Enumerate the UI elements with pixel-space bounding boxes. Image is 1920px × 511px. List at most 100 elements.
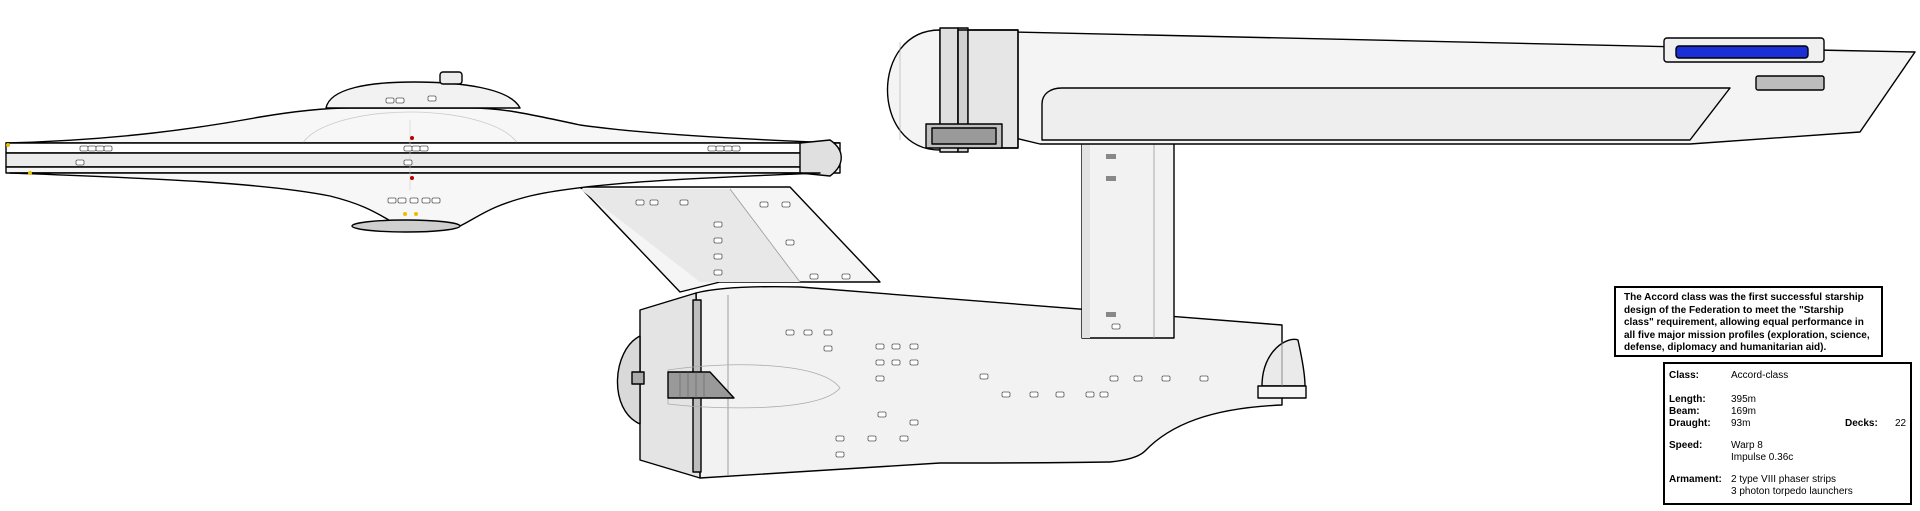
hull-window <box>835 435 845 442</box>
saucer-rim-band <box>5 152 841 168</box>
hull-window <box>387 197 397 204</box>
hull-window <box>75 159 85 166</box>
spec-speed-warp: Warp 8 <box>1731 440 1763 451</box>
spec-beam-row: Beam: 169m <box>1665 406 1910 418</box>
hull-window <box>875 375 885 382</box>
warp-strip <box>1675 45 1809 59</box>
specs-panel: Class: Accord-class Length: 395m Beam: 1… <box>1663 362 1912 505</box>
hull-window <box>679 199 689 206</box>
spec-length-row: Length: 395m <box>1665 394 1910 406</box>
hull-window <box>635 199 645 206</box>
spec-speed-impulse: Impulse 0.36c <box>1731 452 1794 463</box>
hull-window <box>79 145 89 152</box>
spec-armament-row: Armament: 2 type VIII phaser strips <box>1665 474 1910 486</box>
spec-length-label: Length: <box>1669 394 1706 405</box>
hull-window <box>759 201 769 208</box>
nacelle-underside <box>1041 87 1731 141</box>
hull-window <box>875 359 885 366</box>
deflector-dish <box>616 335 641 425</box>
hull-window <box>707 145 717 152</box>
spec-decks-label: Decks: <box>1845 418 1878 429</box>
hull-window <box>1133 375 1143 382</box>
shuttle-bay-dome <box>1261 338 1306 387</box>
hull-window <box>909 359 919 366</box>
hull-window <box>823 329 833 336</box>
hull-window <box>1111 323 1121 330</box>
top-view <box>886 27 1916 339</box>
hull-window <box>419 145 429 152</box>
hull-window <box>713 237 723 244</box>
spec-beam-label: Beam: <box>1669 406 1700 417</box>
hull-window <box>835 451 845 458</box>
spec-class-value: Accord-class <box>1731 370 1789 381</box>
shuttle-bay-door <box>1257 385 1307 399</box>
description-panel: The Accord class was the first successfu… <box>1614 286 1883 357</box>
hull-window <box>891 343 901 350</box>
hull-window <box>431 197 441 204</box>
hull-window <box>395 97 405 104</box>
hull-window <box>785 239 795 246</box>
nacelle-vent <box>1755 75 1825 91</box>
hull-window <box>397 197 407 204</box>
spec-class-row: Class: Accord-class <box>1665 370 1910 382</box>
description-text: The Accord class was the first successfu… <box>1624 292 1870 353</box>
hull-window <box>731 145 741 152</box>
bussard-dome <box>886 29 941 151</box>
spec-speed-row: Speed: Warp 8 <box>1665 440 1910 452</box>
saucer-rim-bottom <box>5 166 841 174</box>
spec-length-value: 395m <box>1731 394 1757 405</box>
hull-window <box>409 197 419 204</box>
hull-window <box>1099 391 1109 398</box>
hull-window <box>1161 375 1171 382</box>
hull-window <box>1001 391 1011 398</box>
hull-window <box>1109 375 1119 382</box>
hull-window <box>979 373 989 380</box>
engineering-hull <box>695 285 1283 479</box>
spec-class-label: Class: <box>1669 370 1700 381</box>
hull-window <box>867 435 877 442</box>
spec-speed-label: Speed: <box>1669 440 1703 451</box>
spec-armament-label: Armament: <box>1669 474 1722 485</box>
hull-window <box>713 269 723 276</box>
neck-dorsal-shading <box>580 189 800 282</box>
hull-window <box>875 343 885 350</box>
hull-window <box>877 411 887 418</box>
hull-window <box>103 145 113 152</box>
lower-dome <box>351 219 461 233</box>
hull-window <box>891 359 901 366</box>
spec-draught-row: Draught: 93m Decks: 22 <box>1665 418 1910 430</box>
hull-window <box>809 273 819 280</box>
hull-window <box>713 253 723 260</box>
hull-window <box>909 343 919 350</box>
hull-window <box>95 145 105 152</box>
hull-window <box>649 199 659 206</box>
hull-window <box>841 273 851 280</box>
hull-window <box>1085 391 1095 398</box>
saucer-upper <box>5 107 841 144</box>
spec-beam-value: 169m <box>1731 406 1757 417</box>
hull-window <box>1199 375 1209 382</box>
spec-armament-1: 2 type VIII phaser strips <box>1731 474 1837 485</box>
hull-window <box>403 159 413 166</box>
bridge-cap <box>439 71 463 85</box>
hull-window <box>723 145 733 152</box>
hull-window <box>403 145 413 152</box>
pylon <box>1081 137 1175 339</box>
hull-window <box>87 145 97 152</box>
saucer-rim-end <box>799 139 842 177</box>
spec-armament-2: 3 photon torpedo launchers <box>1731 486 1853 497</box>
spec-draught-label: Draught: <box>1669 418 1711 429</box>
hull-window <box>427 95 437 102</box>
spec-draught-value: 93m <box>1731 418 1751 429</box>
hull-window <box>713 221 723 228</box>
hull-window <box>385 97 395 104</box>
hull-window <box>781 201 791 208</box>
hull-window <box>899 435 909 442</box>
hull-window <box>1029 391 1039 398</box>
hull-window <box>785 329 795 336</box>
hull-window <box>909 419 919 426</box>
bridge-dome <box>325 81 521 109</box>
spec-impulse-row: Impulse 0.36c <box>1665 452 1910 464</box>
spec-decks-value: 22 <box>1895 418 1907 429</box>
